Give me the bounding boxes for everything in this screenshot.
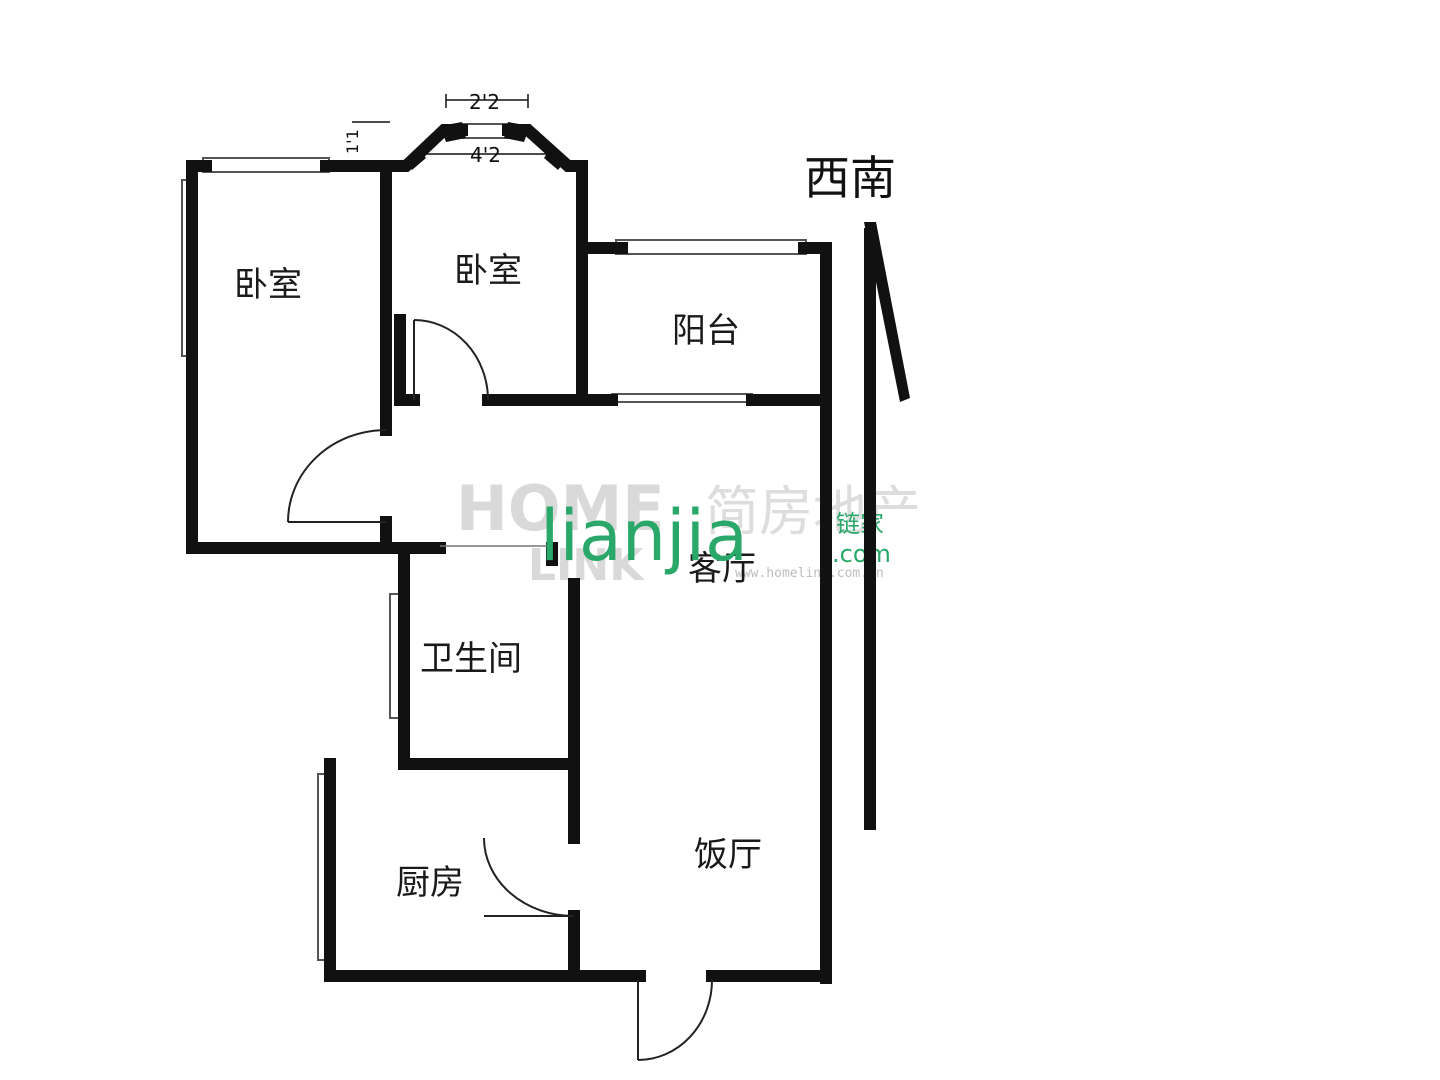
room-label-bedroom-left: 卧室 xyxy=(234,265,302,305)
window-balcony-top xyxy=(615,239,807,255)
door-bedroom-left xyxy=(287,429,387,523)
sliding-door-balcony xyxy=(611,393,753,403)
wall-kitchen xyxy=(324,758,580,982)
room-label-dining-room: 饭厅 xyxy=(694,835,762,875)
wall-bedroom-left-outer xyxy=(186,160,392,554)
watermark-home-text: HOME xyxy=(456,472,665,545)
door-kitchen xyxy=(483,837,575,917)
compass: 西南 xyxy=(804,151,910,830)
room-label-balcony: 阳台 xyxy=(672,311,740,351)
room-label-bedroom-right: 卧室 xyxy=(454,251,522,291)
watermark-brand-cn: 链家 xyxy=(836,510,884,538)
dimension-bay-inner: 4'2 xyxy=(470,143,501,167)
window-bedroom-left-top xyxy=(202,157,330,173)
doors xyxy=(287,319,713,1061)
watermark-agency-text: 简房地产 xyxy=(705,480,921,543)
watermark-homelink: HOME LINK 简房地产 www.homelink.com.cn xyxy=(456,472,921,591)
watermark-url-text: www.homelink.com.cn xyxy=(735,566,884,581)
compass-arrow-head xyxy=(864,222,910,402)
room-labels: 卧室 卧室 阳台 客厅 卫生间 厨房 饭厅 xyxy=(234,251,762,903)
wall-outer-right xyxy=(798,242,832,984)
dimension-bay-side: 1'1 xyxy=(343,129,362,154)
room-label-living-room: 客厅 xyxy=(688,549,756,589)
room-label-kitchen: 厨房 xyxy=(396,863,464,903)
watermark-lianjia: lianjia 链家 .com xyxy=(540,495,891,577)
watermark-brand-text: lianjia xyxy=(540,495,748,577)
door-entrance xyxy=(637,979,713,1061)
watermark-brand-com: .com xyxy=(832,540,891,568)
room-label-bathroom: 卫生间 xyxy=(420,639,522,679)
door-bedroom-right xyxy=(413,319,489,401)
compass-direction-label: 西南 xyxy=(804,151,896,205)
dimension-markers xyxy=(352,94,560,155)
dimension-bay-outer: 2'2 xyxy=(469,90,500,114)
